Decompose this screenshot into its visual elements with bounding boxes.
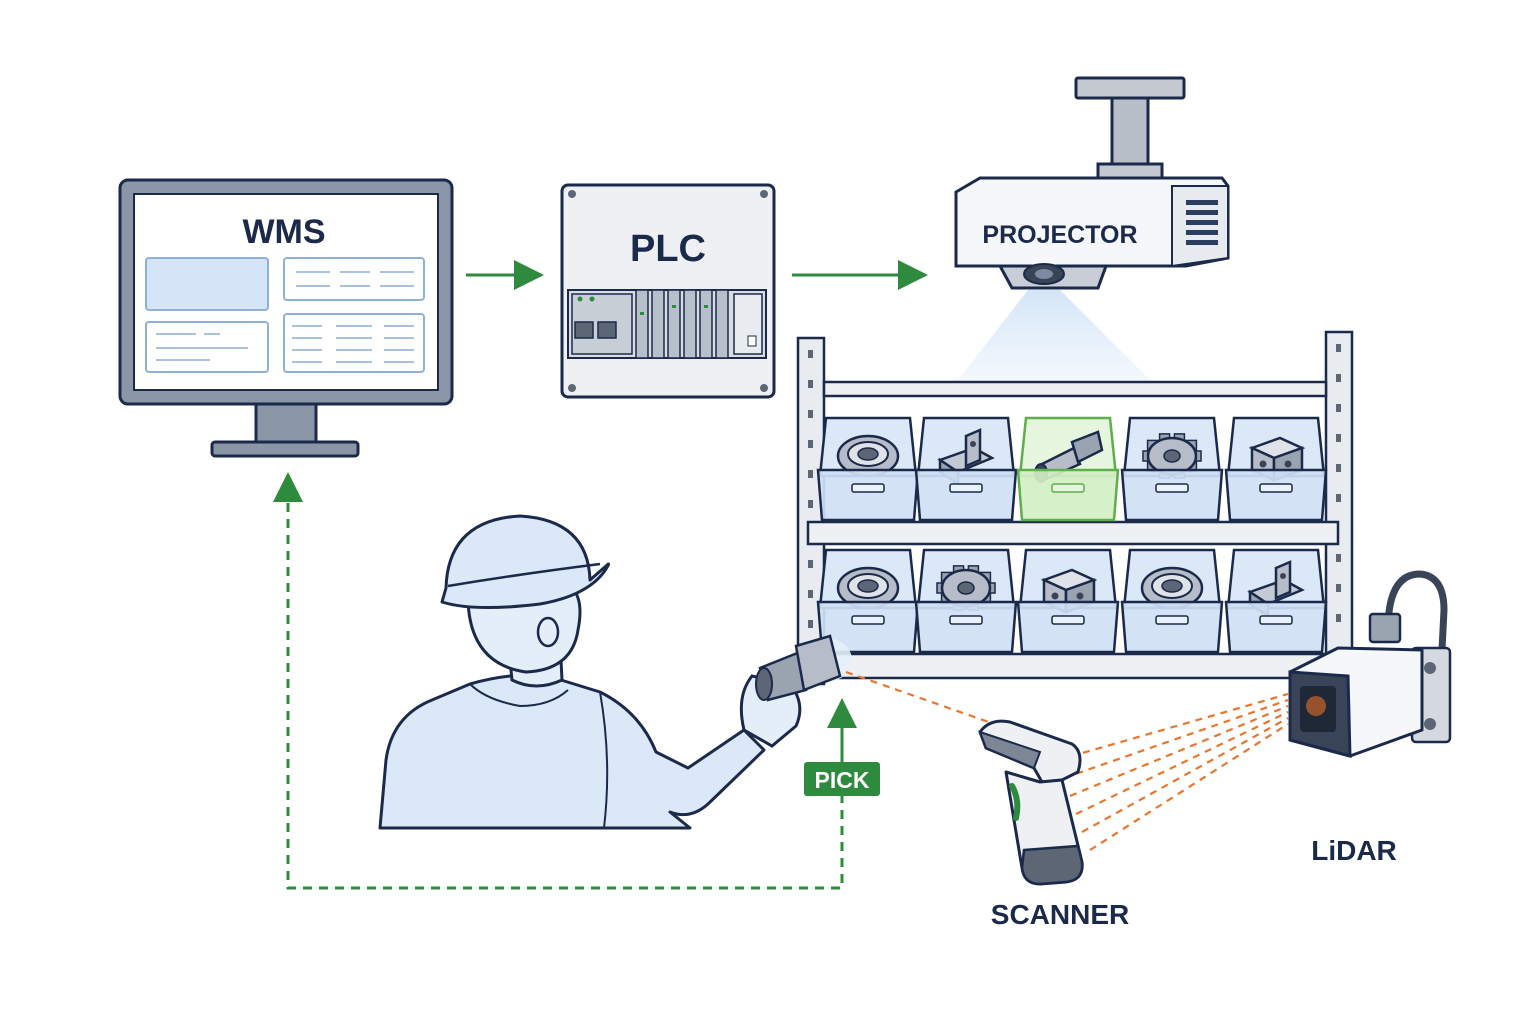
wms-panel — [145, 257, 269, 311]
bin-gear — [1120, 416, 1224, 522]
bin-bearing — [1120, 548, 1224, 654]
barcode-scanner — [978, 719, 1084, 886]
plc-label: PLC — [630, 228, 706, 270]
projector — [954, 76, 1230, 290]
bin-bracket — [1224, 548, 1328, 654]
projector-beam — [958, 290, 1150, 380]
wms-label: WMS — [242, 213, 325, 251]
wms-panel — [283, 257, 425, 301]
laser-beams — [845, 670, 1289, 851]
feedback-arrow-to-wms — [273, 472, 844, 890]
plc-cabinet — [560, 183, 776, 399]
bin-shaft — [1016, 416, 1120, 522]
bin-bearing — [816, 548, 920, 654]
wms-panel — [283, 313, 425, 373]
bin-block — [1016, 548, 1120, 654]
held-part — [755, 634, 852, 702]
lidar-sensor — [1288, 570, 1452, 758]
worker — [378, 514, 802, 830]
scanner-label: SCANNER — [991, 899, 1129, 930]
bin-bracket — [914, 416, 1018, 522]
lidar-label: LiDAR — [1311, 835, 1397, 866]
pick-label: PICK — [815, 767, 870, 793]
projector-label: PROJECTOR — [982, 221, 1137, 249]
wms-monitor — [118, 178, 454, 458]
bin-bearing — [816, 416, 920, 522]
bin-block — [1224, 416, 1328, 522]
pick-badge — [804, 762, 880, 796]
bins-layer — [816, 416, 1328, 654]
bin-gear — [914, 548, 1018, 654]
